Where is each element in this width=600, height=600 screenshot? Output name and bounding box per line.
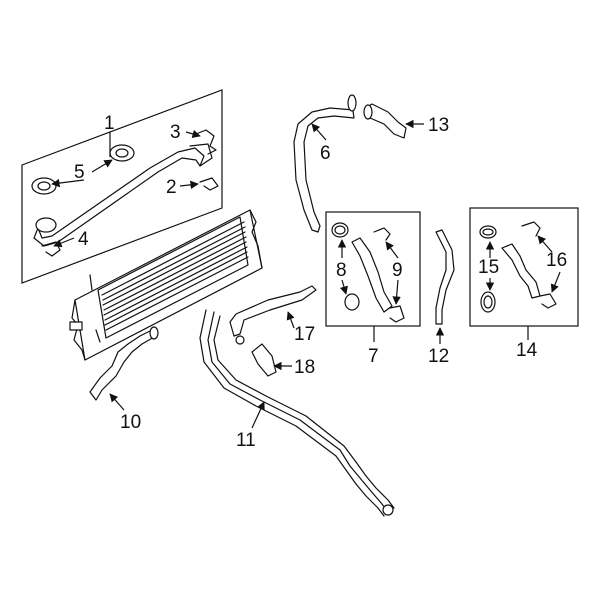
callout-1: 1 [104, 113, 115, 134]
clamp-4 [41, 241, 61, 257]
leader-lines [51, 119, 561, 429]
callout-9: 9 [392, 260, 403, 281]
tube-11 [199, 309, 395, 517]
callout-10: 10 [120, 412, 141, 433]
callout-labels: 1 2 3 4 5 6 7 8 9 10 11 12 13 14 15 16 1… [74, 113, 567, 451]
callout-17: 17 [294, 324, 315, 345]
callout-7: 7 [368, 346, 379, 367]
callout-4: 4 [78, 229, 89, 250]
fitting-18 [251, 343, 277, 377]
callout-18: 18 [294, 357, 315, 378]
clamp-2 [199, 177, 219, 191]
tube-17 [229, 285, 317, 345]
clamp-5 [31, 144, 135, 195]
callout-13: 13 [428, 115, 449, 136]
radiator [69, 209, 263, 361]
assembly-1-box [21, 89, 223, 284]
callout-16: 16 [546, 250, 567, 271]
hose-13 [363, 103, 407, 139]
callout-6: 6 [320, 143, 331, 164]
hose-12 [435, 229, 455, 325]
callout-2: 2 [166, 177, 177, 198]
callout-14: 14 [516, 340, 538, 361]
kit-14-box [469, 207, 579, 327]
callout-3: 3 [170, 122, 181, 143]
callout-11: 11 [236, 430, 256, 451]
hose-6 [293, 94, 357, 233]
hose-10 [89, 326, 159, 401]
clip-3 [195, 129, 217, 155]
kit-7-box [325, 211, 421, 327]
callout-8: 8 [336, 260, 347, 281]
callout-5: 5 [74, 162, 85, 183]
callout-15: 15 [478, 257, 499, 278]
callout-12: 12 [428, 346, 449, 367]
